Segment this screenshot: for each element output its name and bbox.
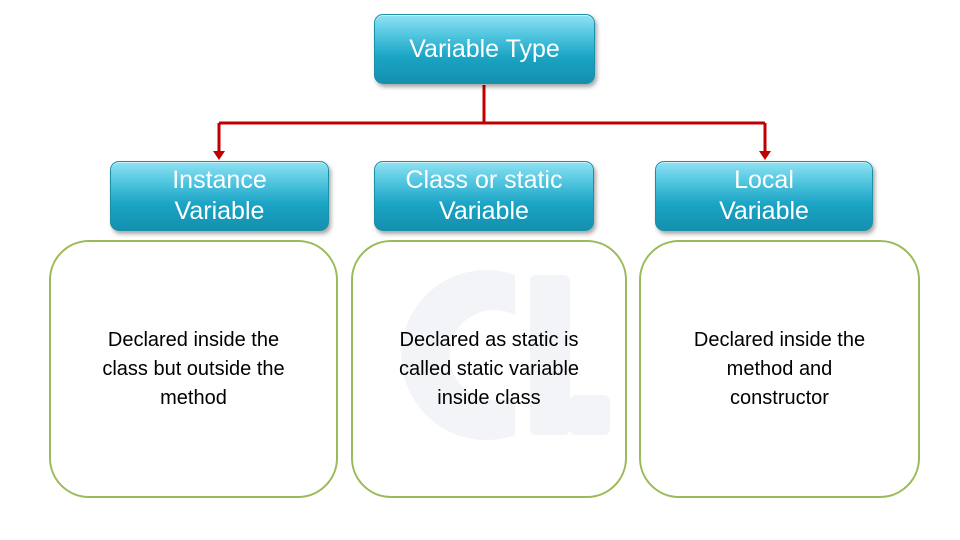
root-node-variable-type: Variable Type — [374, 14, 595, 84]
type-node-local: Local Variable — [655, 161, 873, 231]
watermark-logo — [401, 270, 610, 440]
arrowhead-instance — [213, 151, 225, 160]
description-box-local: Declared inside the method and construct… — [639, 240, 920, 498]
arrowhead-local — [759, 151, 771, 160]
description-box-class-static: Declared as static is called static vari… — [351, 240, 627, 498]
type-node-label: Local Variable — [719, 166, 809, 225]
type-node-class-static: Class or static Variable — [374, 161, 594, 231]
description-text: Declared as static is called static vari… — [398, 328, 580, 409]
description-box-instance: Declared inside the class but outside th… — [49, 240, 338, 498]
type-node-label: Class or static Variable — [405, 166, 563, 225]
root-node-label: Variable Type — [409, 34, 560, 63]
type-node-label: Instance Variable — [172, 166, 267, 225]
description-text: Declared inside the method and construct… — [693, 328, 866, 409]
description-text: Declared inside the class but outside th… — [102, 328, 285, 409]
type-node-instance: Instance Variable — [110, 161, 329, 231]
